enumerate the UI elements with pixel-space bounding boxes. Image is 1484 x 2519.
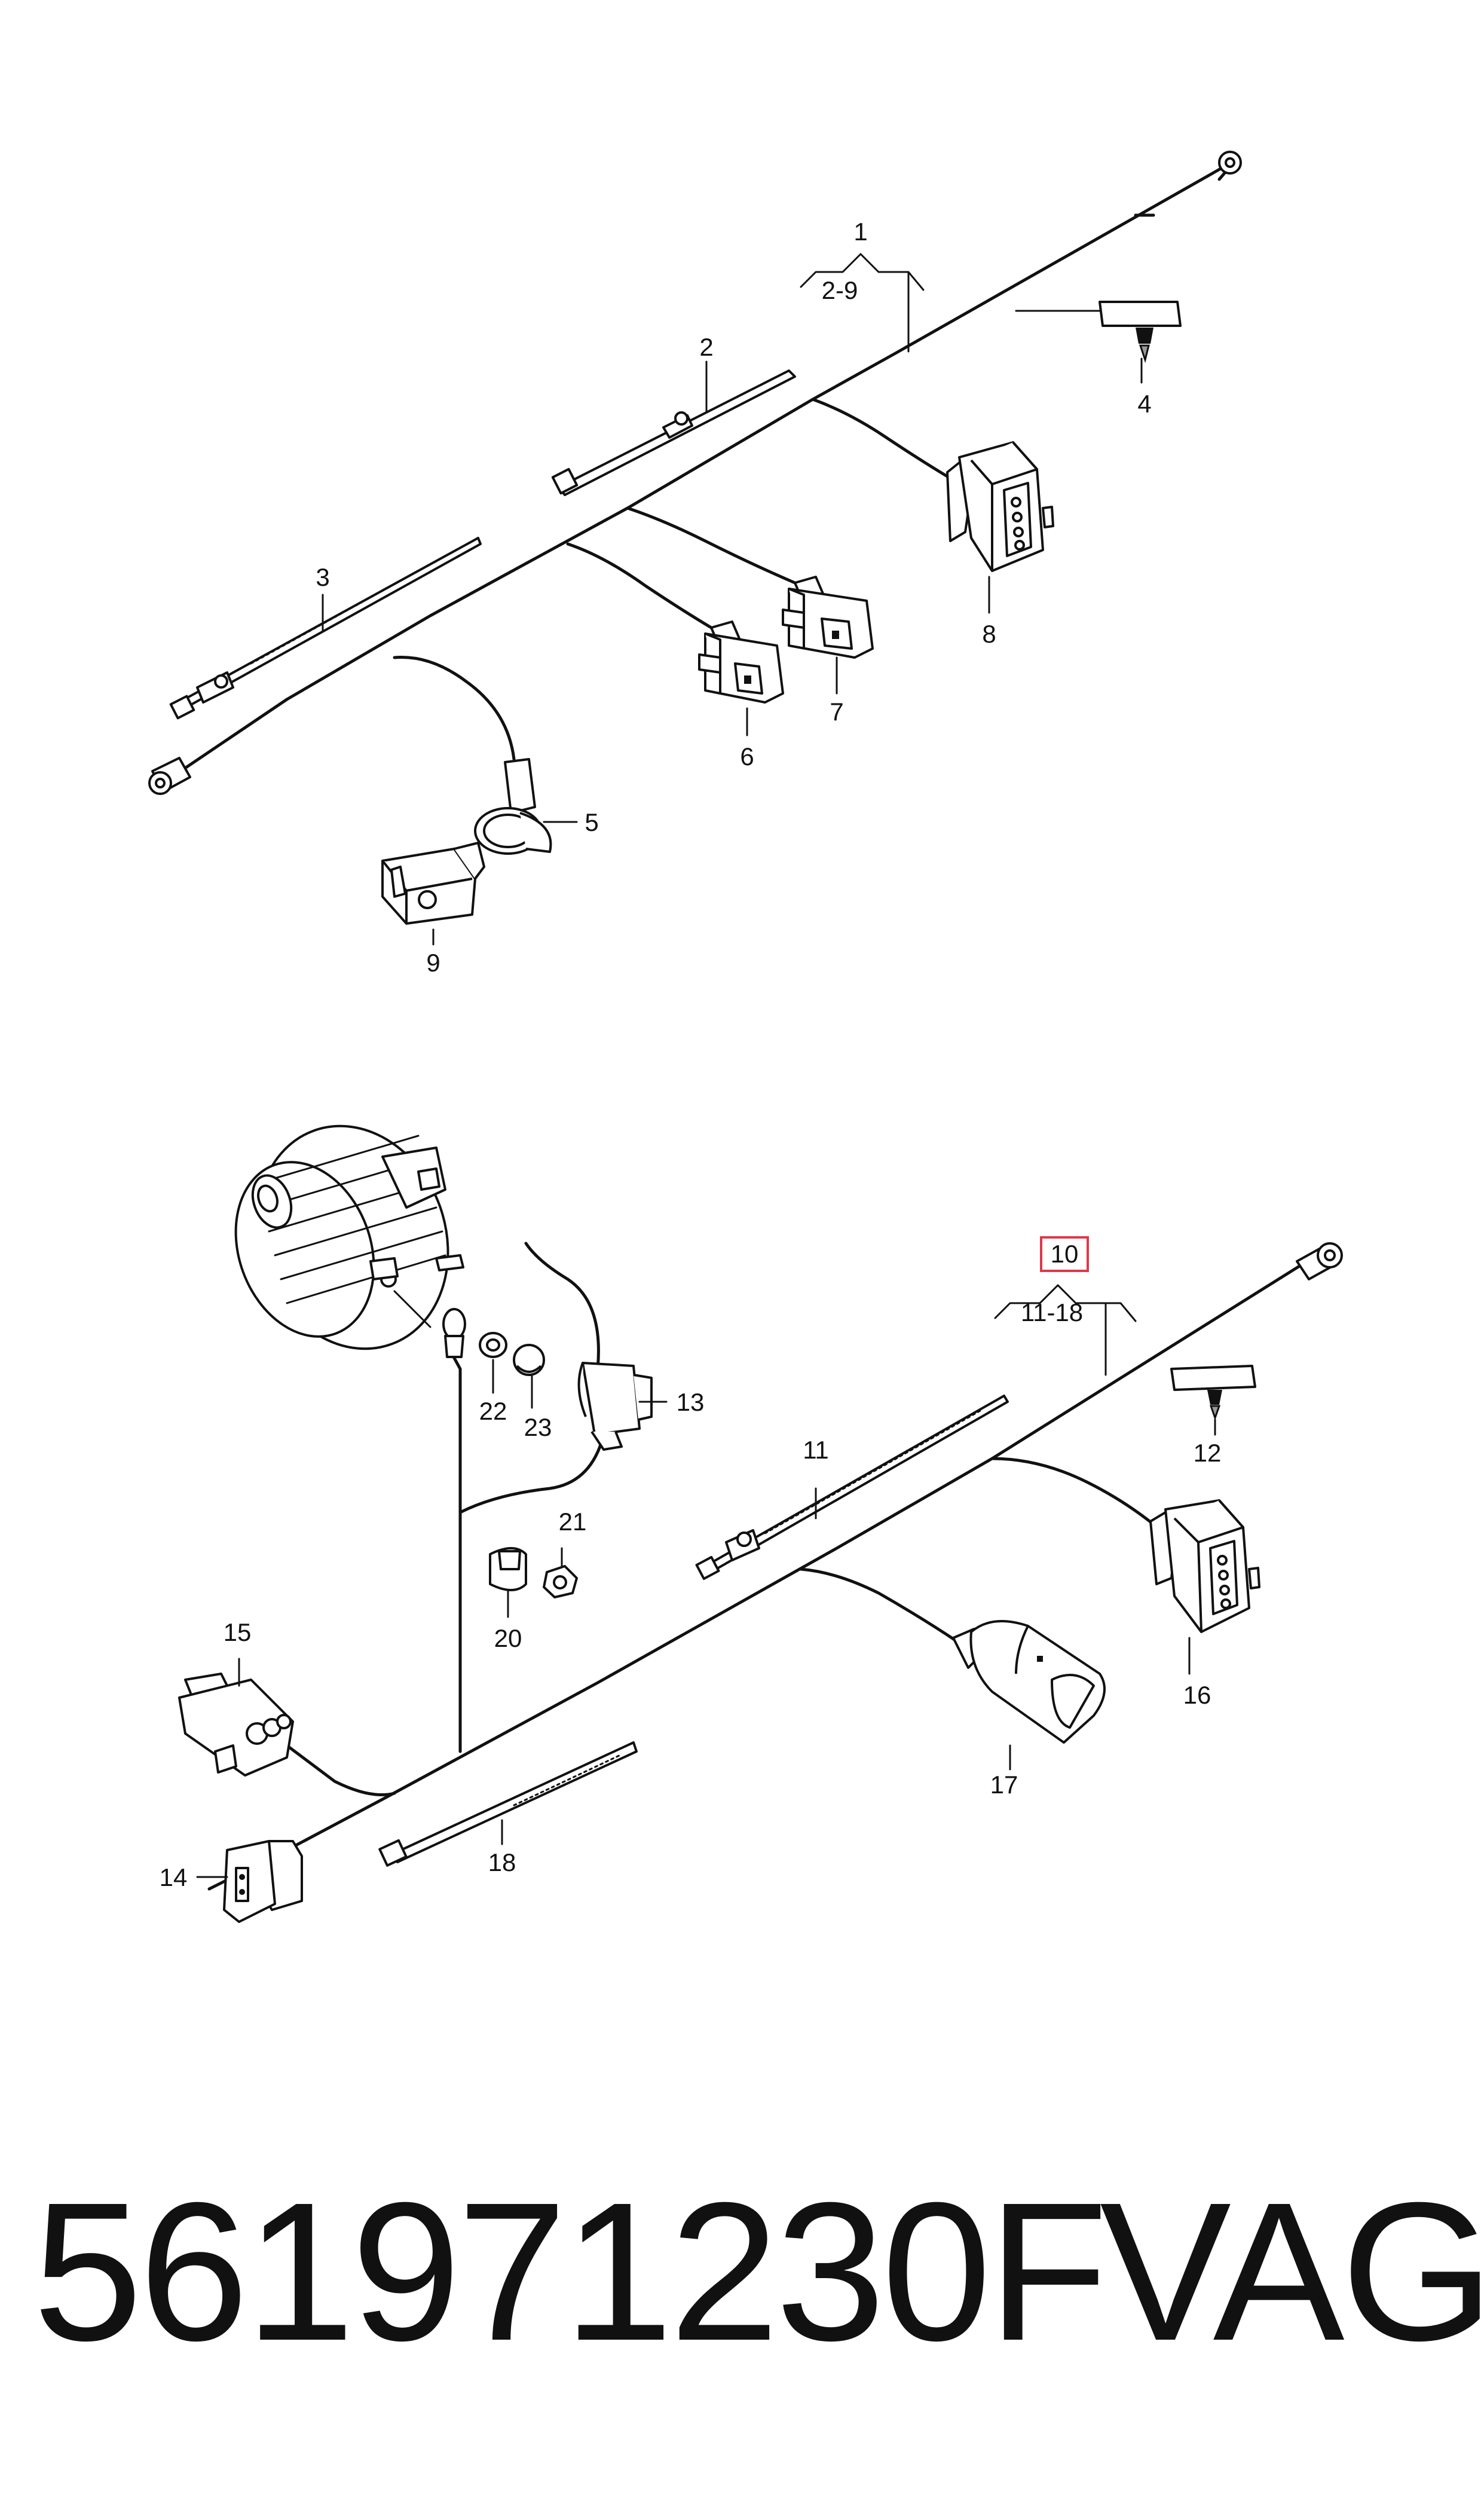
connector-6 — [698, 620, 784, 704]
ring-terminal-icon — [1218, 151, 1242, 175]
callout-12[interactable]: 12 — [1194, 1439, 1222, 1467]
leader-lines — [196, 253, 1216, 1878]
callout-7[interactable]: 7 — [830, 698, 843, 726]
callout-21[interactable]: 21 — [559, 1508, 587, 1536]
connector-15 — [178, 1673, 294, 1777]
connector-8 — [946, 441, 1054, 572]
connector-14 — [223, 1840, 303, 1923]
clip-20 — [489, 1547, 527, 1591]
callout-9[interactable]: 9 — [426, 949, 440, 977]
callout-1[interactable]: 1 — [853, 218, 867, 246]
part-number: 561971230F — [33, 2161, 1108, 2382]
callout-1-range: 2-9 — [822, 276, 858, 304]
callout-23[interactable]: 23 — [524, 1413, 552, 1441]
callout-5[interactable]: 5 — [585, 808, 598, 836]
nut-21 — [543, 1565, 578, 1598]
sleeve-5 — [474, 758, 552, 855]
connector-13 — [577, 1362, 653, 1451]
callout-3[interactable]: 3 — [316, 563, 329, 591]
cable-tie-3 — [169, 537, 482, 720]
tape-clip-4 — [1099, 301, 1182, 363]
callout-16[interactable]: 16 — [1183, 1681, 1211, 1709]
cable-tie-2 — [551, 369, 796, 496]
footer: 561971230F VAG — [0, 2128, 1484, 2415]
callout-10[interactable]: 10 — [1051, 1240, 1079, 1268]
connector-7 — [782, 576, 874, 659]
connector-17 — [952, 1620, 1106, 1744]
callout-8[interactable]: 8 — [982, 620, 996, 648]
callout-20[interactable]: 20 — [494, 1624, 522, 1652]
callout-labels: 1 2-9 2 3 4 5 6 7 8 9 10 11-18 11 12 13 … — [160, 218, 1222, 1891]
callout-11[interactable]: 11 — [803, 1436, 829, 1464]
cable-tie-18 — [378, 1741, 638, 1867]
callout-17[interactable]: 17 — [990, 1771, 1018, 1799]
ring-terminal-icon — [1296, 1242, 1343, 1280]
callout-13[interactable]: 13 — [677, 1388, 705, 1416]
eye-terminal — [442, 1308, 466, 1358]
cap-23 — [513, 1344, 545, 1376]
connector-16 — [1149, 1499, 1260, 1633]
callout-4[interactable]: 4 — [1137, 390, 1151, 418]
connector-9 — [381, 842, 485, 925]
alternator — [234, 1124, 464, 1350]
ring-terminal-icon — [148, 757, 191, 795]
callout-10-range: 11-18 — [1021, 1298, 1083, 1326]
callout-6[interactable]: 6 — [740, 742, 754, 771]
callout-18[interactable]: 18 — [488, 1848, 516, 1876]
cable-tie-11 — [695, 1395, 1009, 1581]
callout-22[interactable]: 22 — [479, 1397, 507, 1425]
tape-clip-12 — [1170, 1365, 1256, 1421]
brand-name: VAG — [1100, 2161, 1484, 2382]
callout-14[interactable]: 14 — [160, 1863, 188, 1891]
callout-15[interactable]: 15 — [224, 1618, 252, 1646]
wiring-harness-1 — [148, 151, 1242, 795]
highlight-box — [1040, 1236, 1089, 1272]
callout-2[interactable]: 2 — [699, 333, 713, 361]
nut-22 — [479, 1332, 507, 1358]
